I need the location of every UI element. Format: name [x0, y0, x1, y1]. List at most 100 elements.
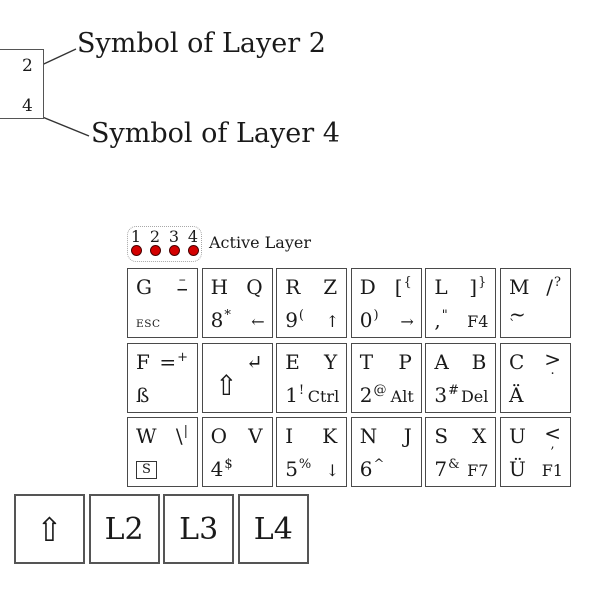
layer2-label: [{ — [394, 275, 412, 299]
active-layer-dot-4 — [187, 245, 199, 256]
active-layer-number-1: 1 — [130, 227, 142, 246]
layer1-label: W — [136, 424, 157, 448]
layer3-label: 3# — [434, 382, 460, 407]
layer1-label: L — [434, 275, 448, 299]
key-l: L]} ," F4 — [425, 268, 497, 338]
layer2-label: B — [471, 349, 487, 374]
layer4-label: F7 — [467, 461, 489, 480]
active-layer-number-4: 4 — [187, 227, 199, 246]
layer2-label: –– — [176, 272, 189, 302]
layer2-label: K — [322, 424, 338, 448]
shift-key-label: ⇧ — [35, 509, 64, 549]
layer1-label: M — [508, 275, 530, 299]
layer1-label: D — [359, 275, 376, 299]
layer1-label: E — [285, 349, 300, 374]
active-layer-number-3: 3 — [168, 227, 180, 246]
layer1-label: S — [434, 424, 449, 448]
layer1-label: U — [508, 424, 526, 448]
layer1-label: F — [136, 349, 150, 374]
layer2-label: P — [398, 349, 412, 374]
layer2-key-label: L2 — [104, 511, 144, 547]
layer2-label: Z — [323, 275, 338, 299]
active-layer-label: Active Layer — [209, 233, 311, 252]
layer3-label: ESC — [136, 318, 161, 330]
layer2-label: Q — [246, 275, 263, 299]
layer1-label: T — [359, 349, 374, 374]
layer3-label: 7& — [434, 457, 460, 481]
layer3-label: S — [136, 456, 157, 479]
key-n: N J 6^ — [350, 417, 422, 487]
layer3-label: 9( — [285, 308, 304, 332]
active-layer-dot-1 — [130, 245, 142, 256]
layer4-key: L4 — [237, 494, 309, 564]
key-w: W \| S — [127, 417, 198, 487]
legend-layer2-position: 2 — [22, 56, 33, 76]
legend-caption-layer4: Symbol of Layer 4 — [91, 118, 340, 149]
layer2-label: X — [472, 424, 487, 448]
active-layer-column-3: 3 — [166, 228, 182, 261]
layer2-label: ]} — [469, 275, 487, 299]
layer2-label: ↵ — [245, 349, 263, 374]
layer1-label: A — [434, 349, 449, 374]
layer3-key: L3 — [163, 494, 235, 564]
key-f: F =+ ß — [127, 342, 198, 413]
layer3-label: ," — [434, 308, 448, 332]
active-layer-number-2: 2 — [149, 227, 161, 246]
active-layer-dot-3 — [168, 245, 180, 256]
layer3-label: 8* — [210, 308, 231, 332]
layer1-label: G — [136, 275, 152, 299]
layer1-label: H — [210, 275, 229, 299]
active-layer-column-4: 4 — [185, 228, 201, 261]
layer3-label: 0) — [359, 308, 379, 332]
active-layer-column-1: 1 — [128, 228, 144, 261]
active-layer-column-2: 2 — [147, 228, 163, 261]
key-shift-left: ↵⇧ — [201, 342, 273, 413]
key-c: C >. Ä — [499, 342, 571, 413]
layer2-label: =+ — [159, 349, 188, 374]
layer4-label: ← — [251, 312, 265, 331]
layer2-label: J — [403, 424, 412, 448]
layer4-label: ↑ — [325, 312, 340, 331]
layer2-label: <, — [544, 421, 561, 452]
layer2-label: V — [248, 424, 263, 448]
legend-sample-key — [0, 49, 44, 119]
layer4-label: → — [400, 312, 414, 331]
layer4-key-label: L4 — [253, 511, 293, 547]
layer4-label: ↓ — [325, 461, 340, 480]
layer3-label: ß — [136, 382, 150, 407]
layer1-label: R — [285, 275, 301, 299]
layer3-label: 6^ — [359, 457, 385, 481]
layer3-label: Ä — [508, 382, 524, 407]
active-layer-dot-2 — [149, 245, 161, 256]
layer3-label: 4$ — [210, 457, 233, 481]
layer1-label: O — [210, 424, 227, 448]
layer2-label: \| — [175, 424, 188, 448]
super-key-symbol: S — [136, 461, 157, 479]
layer1-label: C — [508, 349, 525, 374]
key-d: D [{ 0) → — [350, 268, 422, 338]
layer4-label: Alt — [390, 386, 414, 406]
modifier-key-row: ⇧ L2 L3 L4 — [14, 494, 309, 564]
legend-layer4-position: 4 — [22, 96, 33, 116]
layer2-key: L2 — [88, 494, 160, 564]
layer2-label: Y — [323, 349, 338, 374]
shift-key: ⇧ — [14, 494, 85, 564]
key-g: G –– ESC — [127, 268, 198, 338]
layer4-label: F4 — [467, 312, 489, 331]
layer1-label: N — [359, 424, 378, 448]
layer3-label: 2@ — [359, 382, 387, 407]
layer2-label: >. — [544, 346, 561, 378]
layer3-key-label: L3 — [179, 511, 219, 547]
